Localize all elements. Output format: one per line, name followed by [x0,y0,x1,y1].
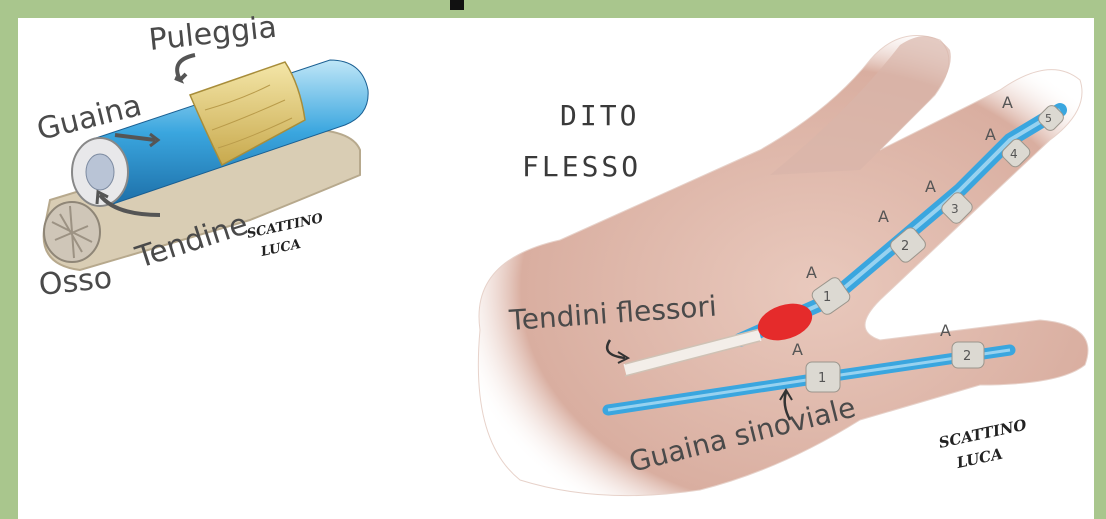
signature-right-line2: LUCA [954,445,1004,472]
svg-text:1: 1 [818,371,826,386]
svg-text:1: 1 [823,290,831,305]
label-osso: Osso [37,260,113,302]
svg-text:A: A [792,340,803,359]
title-dito: DITO [560,99,639,132]
svg-text:4: 4 [1010,147,1018,161]
right-hand-diagram: 1 A 2 A 3 A 4 A 5 A 1 A [478,36,1088,496]
svg-text:A: A [940,321,951,340]
svg-text:A: A [878,207,889,226]
left-pulley-diagram: Puleggia Guaina Tendine Osso SCATTINO LU… [33,10,368,303]
svg-text:2: 2 [963,349,971,364]
svg-text:A: A [925,177,936,196]
title-flesso: FLESSO [522,150,641,183]
svg-text:2: 2 [901,239,909,254]
svg-text:A: A [1002,93,1013,112]
svg-text:A: A [806,263,817,282]
svg-text:3: 3 [951,202,959,216]
arrow-puleggia [175,55,195,80]
signature-left-line2: LUCA [259,237,302,260]
svg-text:A: A [985,125,996,144]
signature-right-line1: SCATTINO [937,416,1028,452]
svg-text:5: 5 [1045,112,1052,125]
